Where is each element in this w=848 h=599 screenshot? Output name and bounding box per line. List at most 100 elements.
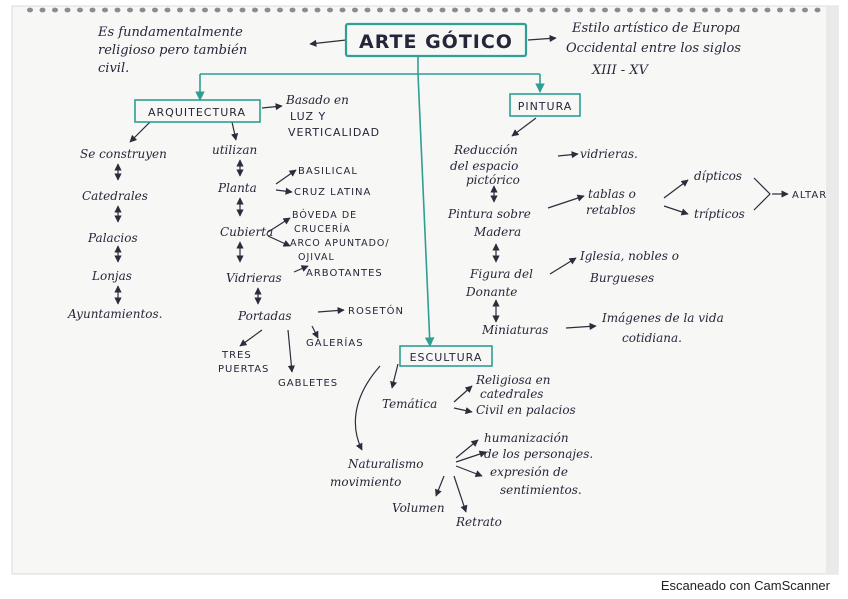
tres-line-1: TRES [221, 350, 252, 361]
spiral-hole [802, 7, 808, 13]
scanner-watermark: Escaneado con CamScanner [660, 578, 830, 593]
basado-line-1: Basado en [285, 93, 349, 107]
spiral-hole [414, 7, 421, 13]
teal-connectors [195, 56, 545, 347]
arbotantes: ARBOTANTES [306, 268, 383, 279]
spiral-hole [627, 7, 633, 13]
reduccion-1: Reducción [453, 143, 518, 157]
tematica: Temática [382, 397, 437, 411]
spiral-hole [302, 7, 308, 13]
spiral-hole [189, 7, 196, 13]
spiral-hole [177, 7, 183, 13]
cruz-latina: CRUZ LATINA [294, 187, 371, 198]
pintura-sobre-2: Madera [473, 225, 521, 239]
spiral-hole [727, 7, 733, 13]
gabletes: GABLETES [278, 378, 338, 389]
dipticos: dípticos [694, 169, 742, 183]
spiral-hole [339, 7, 346, 13]
spiral-hole [389, 7, 396, 13]
spiral-hole [714, 7, 721, 13]
iglesia-2: Burgueses [589, 271, 654, 285]
ayuntamientos: Ayuntamientos. [67, 307, 162, 321]
spiral-hole [377, 7, 383, 13]
spiral-hole [39, 7, 46, 13]
spiral-hole [202, 7, 208, 13]
miniaturas: Miniaturas [481, 323, 548, 337]
cubierta: Cubierta [220, 225, 273, 239]
reduccion-3: pictórico [466, 173, 520, 187]
altar: ALTAR [792, 190, 827, 201]
spiral-binding [27, 7, 821, 13]
spiral-hole [677, 7, 683, 13]
spiral-hole [814, 7, 821, 13]
galerias: GALERÍAS [306, 336, 364, 349]
figura-2: Donante [465, 285, 517, 299]
spiral-hole [439, 7, 446, 13]
pintura-label: PINTURA [518, 100, 573, 113]
spiral-hole [589, 7, 596, 13]
vidrieras-pint: vidrieras. [580, 147, 638, 161]
spiral-hole [89, 7, 96, 13]
spiral-hole [252, 7, 258, 13]
spiral-hole [552, 7, 558, 13]
humanizacion-2: de los personajes. [484, 447, 593, 461]
spiral-hole [352, 7, 358, 13]
arquitectura-label: ARQUITECTURA [148, 106, 246, 119]
spiral-hole [652, 7, 658, 13]
pintura-box [509, 93, 581, 117]
palacios: Palacios [87, 231, 138, 245]
imagenes-1: Imágenes de la vida [601, 311, 724, 325]
spiral-hole [464, 7, 471, 13]
escultura-box [399, 345, 493, 367]
spiral-hole [152, 7, 158, 13]
spiral-hole [527, 7, 533, 13]
spiral-hole [702, 7, 708, 13]
portadas: Portadas [237, 309, 292, 323]
utilizan: utilizan [212, 143, 257, 157]
spiral-hole [214, 7, 221, 13]
spiral-hole [564, 7, 571, 13]
spiral-hole [514, 7, 521, 13]
spiral-hole [239, 7, 246, 13]
catedrales: Catedrales [82, 189, 148, 203]
spiral-hole [489, 7, 496, 13]
religiosa-2: catedrales [480, 387, 543, 401]
spiral-hole [739, 7, 746, 13]
spiral-hole [164, 7, 171, 13]
title-box [344, 22, 528, 58]
spiral-hole [452, 7, 458, 13]
expresion-1: expresión de [490, 465, 568, 479]
naturalismo: Naturalismo [347, 457, 424, 471]
se-construyen: Se construyen [80, 147, 167, 161]
civil: Civil en palacios [476, 403, 576, 417]
spiral-hole [264, 7, 271, 13]
vidrieras-arq: Vidrieras [226, 271, 282, 285]
spiral-hole [752, 7, 758, 13]
spiral-hole [477, 7, 483, 13]
spiral-hole [289, 7, 296, 13]
basilical: BASILICAL [298, 166, 358, 177]
intro-line-2: religioso pero también [98, 43, 247, 58]
spiral-hole [139, 7, 146, 13]
spiral-hole [102, 7, 108, 13]
volumen: Volumen [392, 501, 445, 515]
spiral-hole [502, 7, 508, 13]
style-line-1: Estilo artístico de Europa [571, 21, 740, 36]
spiral-hole [614, 7, 621, 13]
lonjas: Lonjas [91, 269, 132, 283]
imagenes-2: cotidiana. [622, 331, 682, 345]
reduccion-2: del espacio [450, 159, 518, 173]
religiosa-1: Religiosa en [475, 373, 551, 387]
spiral-hole [602, 7, 608, 13]
basado-line-3: VERTICALIDAD [288, 126, 380, 139]
spiral-hole [77, 7, 83, 13]
arco-line-1: ARCO APUNTADO/ [290, 238, 390, 249]
spiral-hole [27, 7, 33, 13]
style-line-3: XIII - XV [591, 63, 650, 78]
spiral-hole [127, 7, 133, 13]
spiral-hole [277, 7, 283, 13]
humanizacion-1: humanización [484, 431, 569, 445]
title-text: ARTE GÓTICO [359, 29, 513, 53]
spiral-hole [64, 7, 71, 13]
